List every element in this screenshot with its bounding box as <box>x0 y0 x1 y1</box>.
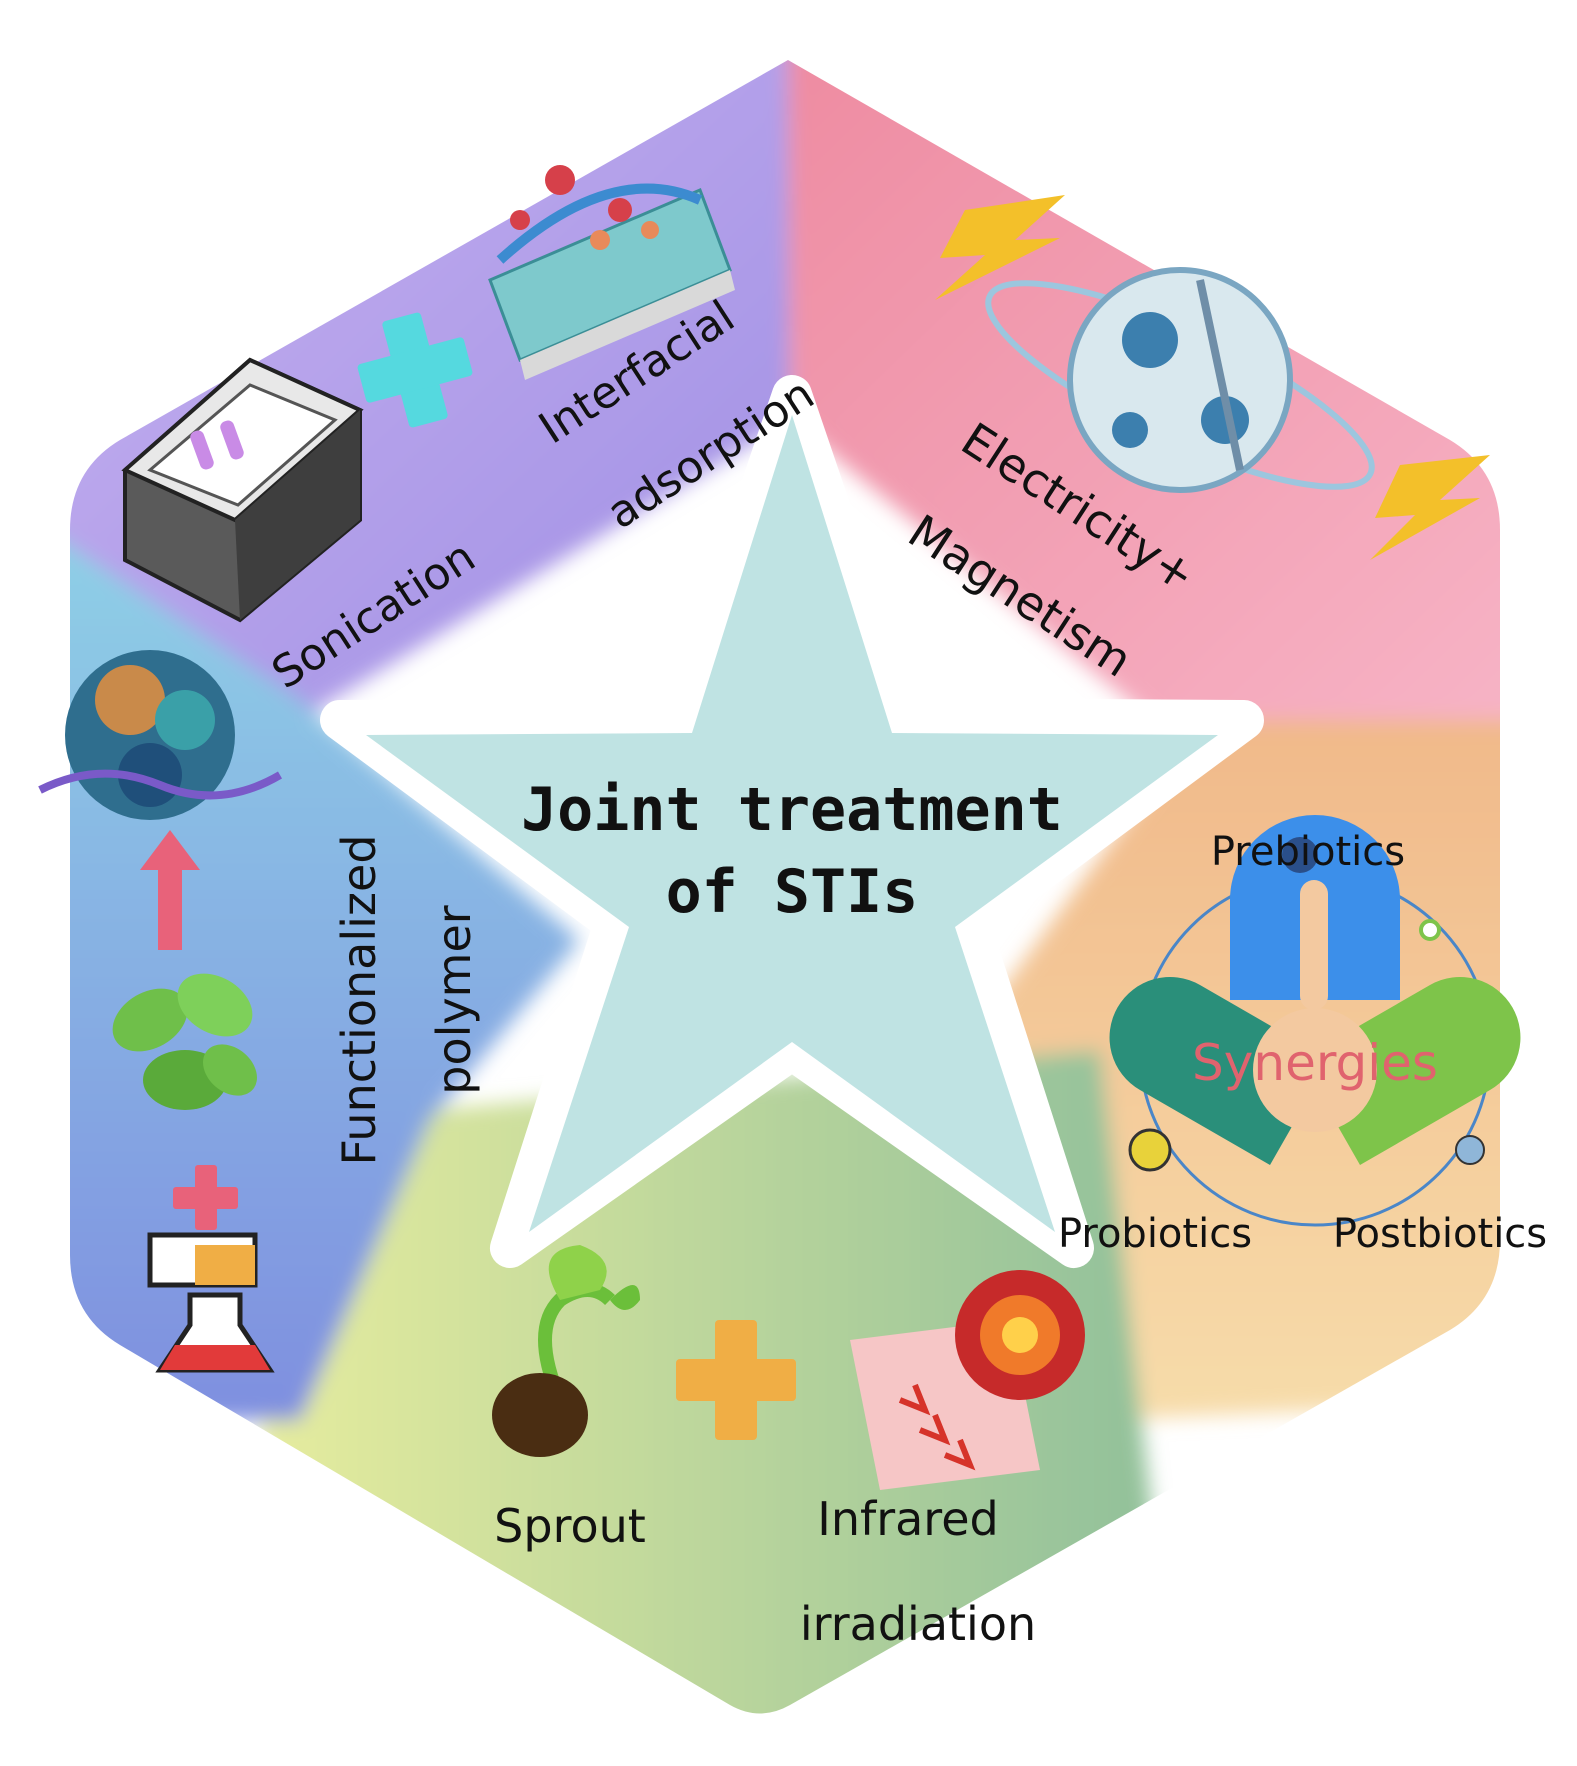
mint-leaves-icon <box>112 973 257 1110</box>
label-prebiotics: Prebiotics <box>1211 829 1405 875</box>
cell-cross-section-icon <box>985 267 1375 493</box>
sonicator-icon <box>121 357 364 623</box>
label-functionalized: Functionalized <box>332 834 386 1165</box>
center-title-line1: Joint treatment <box>521 775 1063 845</box>
lab-glassware-icon <box>147 1232 275 1373</box>
sprout-icon <box>492 1245 640 1457</box>
polymer-nanoparticle-icon <box>38 650 283 820</box>
central-star <box>366 415 1218 1232</box>
label-infrared: Infrared <box>817 1492 998 1546</box>
lightning-icon-bottom <box>1370 455 1490 560</box>
interfacial-adsorption-icon <box>488 165 735 380</box>
infrared-lamp-icon <box>850 1270 1085 1490</box>
label-polymer: polymer <box>427 905 481 1094</box>
label-postbiotics: Postbiotics <box>1333 1211 1547 1257</box>
center-title-line2: of STIs <box>666 857 919 927</box>
lightning-icon-top <box>935 195 1065 300</box>
label-probiotics: Probiotics <box>1058 1211 1252 1257</box>
plus-icon-top <box>357 312 473 428</box>
biotics-synergy-diagram <box>1109 815 1521 1227</box>
plus-icon-left <box>173 1165 238 1230</box>
label-synergies: Synergies <box>1192 1034 1438 1092</box>
label-sprout: Sprout <box>494 1499 646 1553</box>
arrow-up-icon <box>140 830 200 950</box>
label-irradiation: irradiation <box>800 1597 1036 1651</box>
plus-icon-bottom <box>676 1320 796 1440</box>
